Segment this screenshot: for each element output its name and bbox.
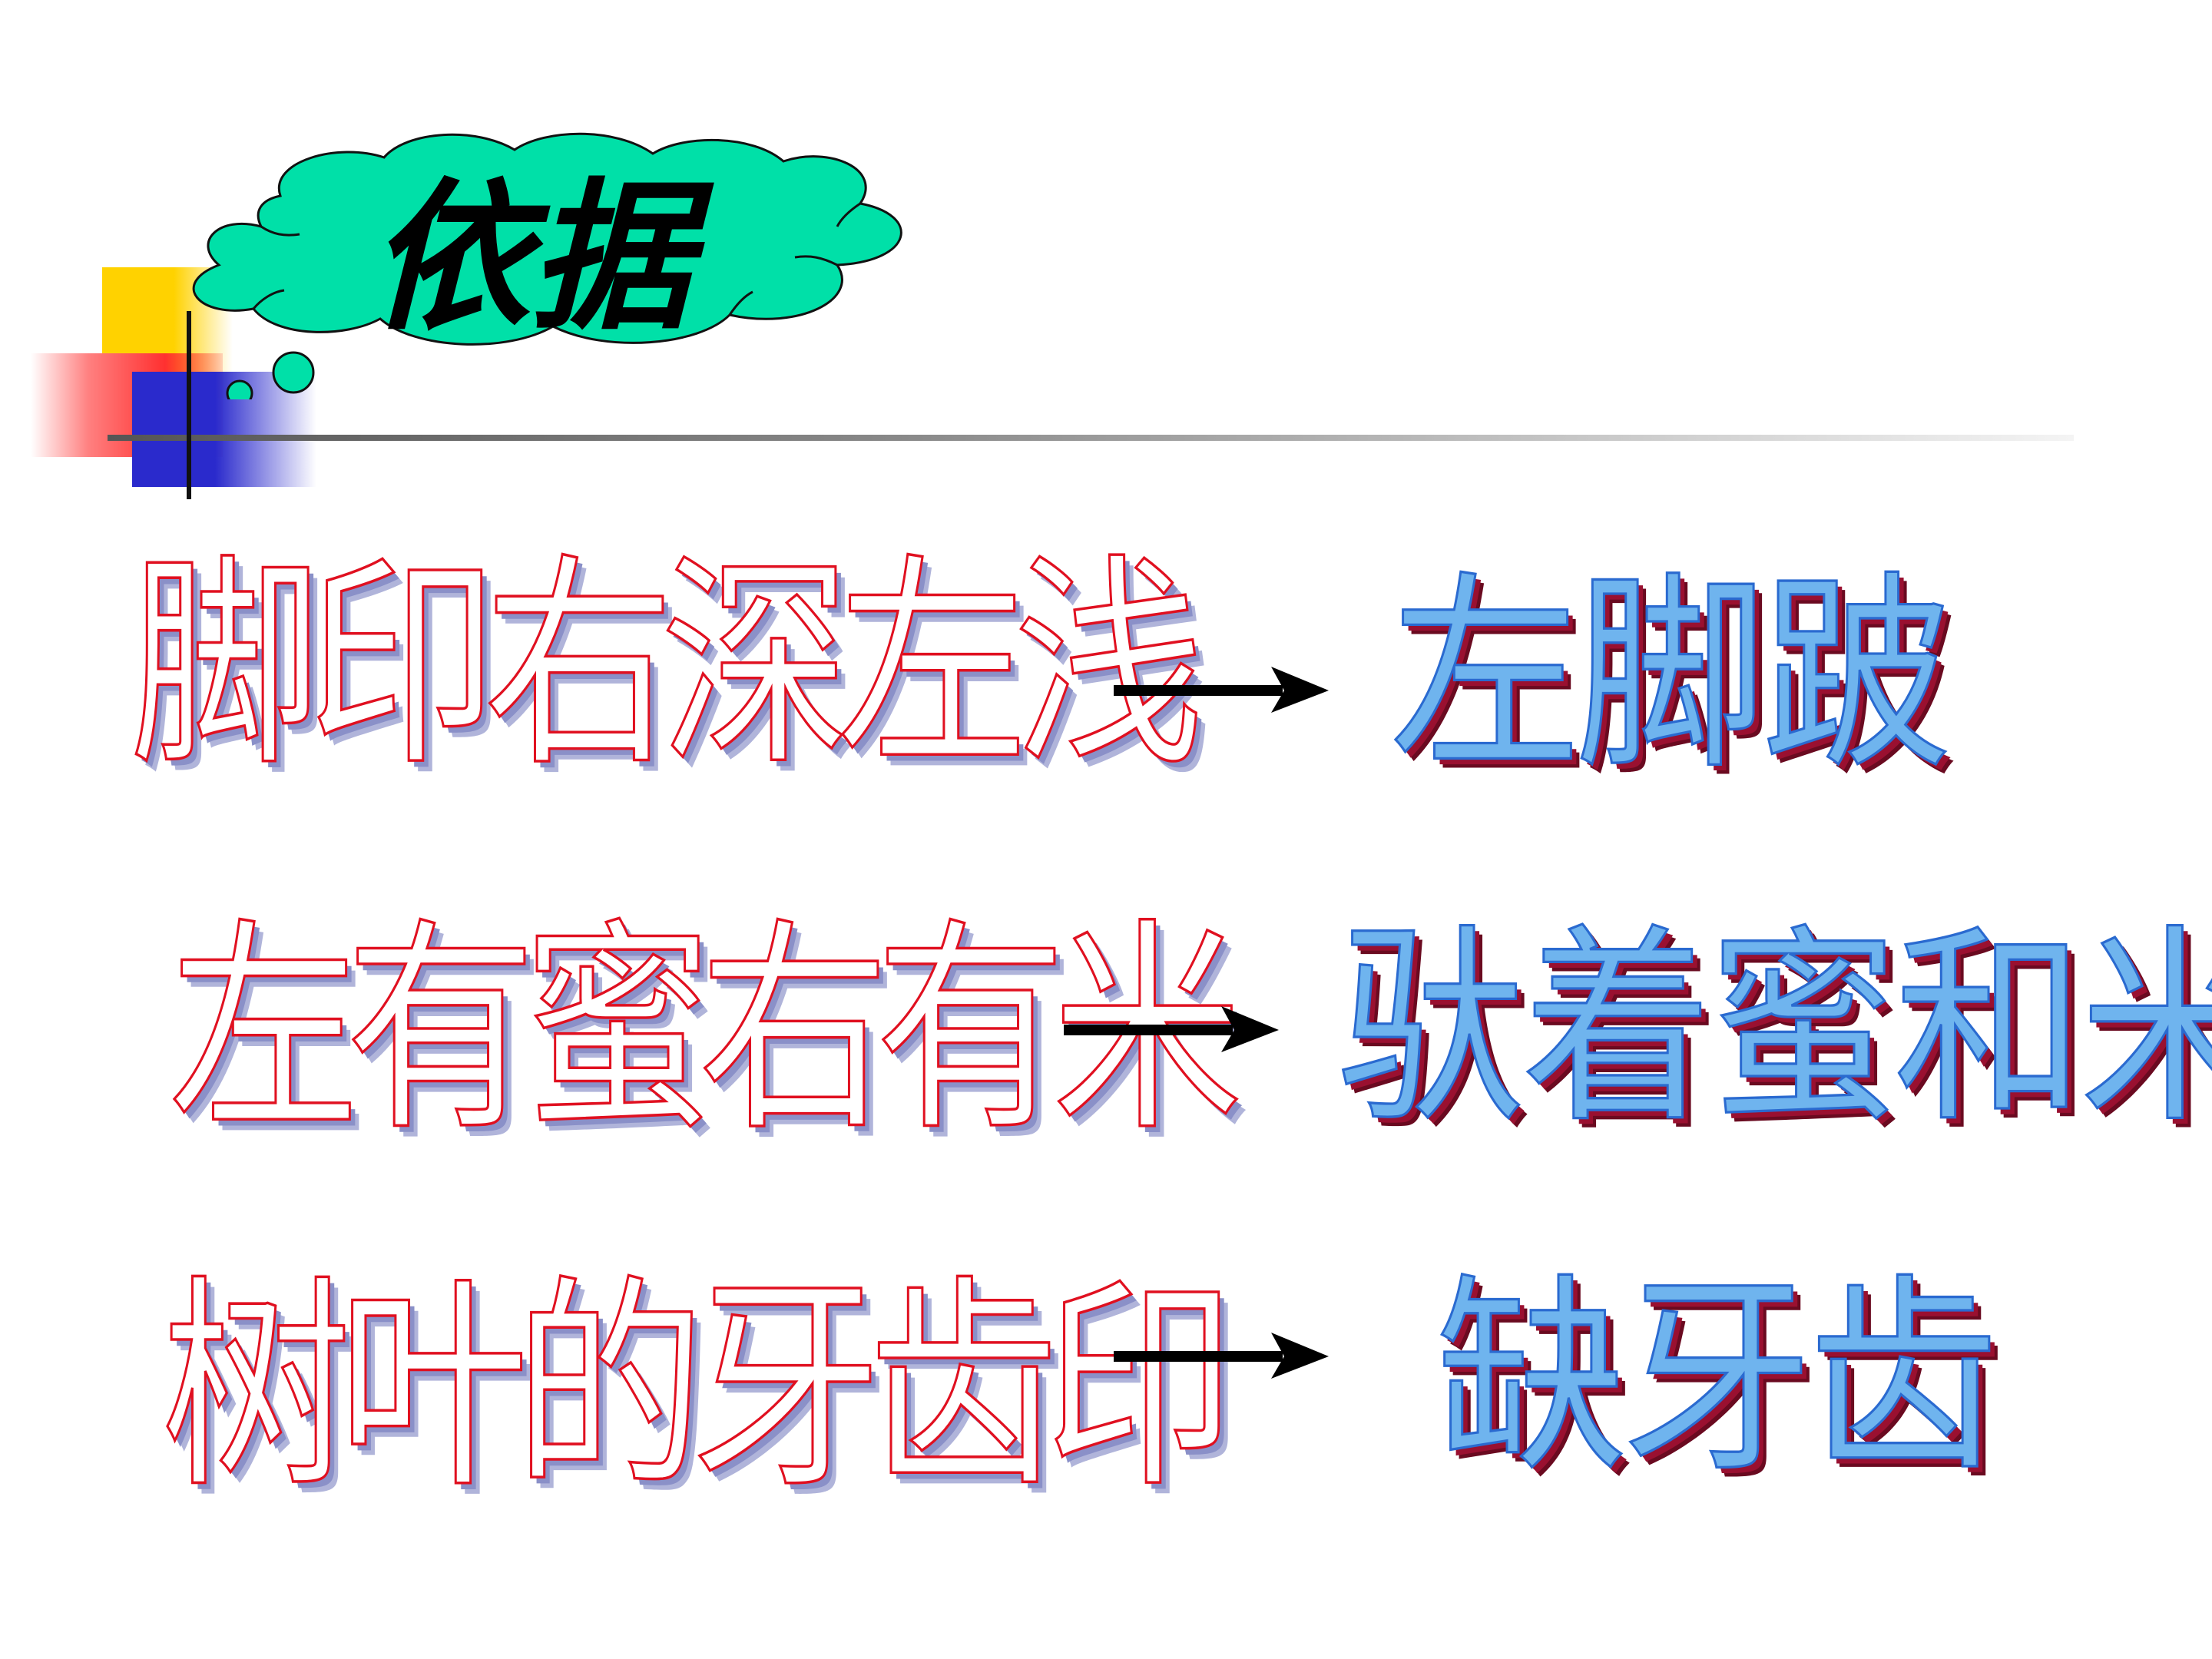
right-arrow-icon <box>1064 1006 1279 1052</box>
cause-text-3: 树叶的牙齿印 <box>161 1256 1237 1519</box>
result-text-3: 缺牙齿 <box>1435 1256 2000 1502</box>
right-arrow-icon <box>1114 1333 1329 1379</box>
thought-cloud <box>192 132 902 399</box>
slide-title: 依据 <box>369 162 692 352</box>
divider-line <box>108 435 2074 441</box>
cause-text-1: 脚印右深左浅 <box>130 534 1206 797</box>
result-text-1: 左脚跛 <box>1389 553 1954 799</box>
result-text-2: 驮着蜜和米 <box>1336 906 2212 1152</box>
decor-vertical-line <box>187 311 191 499</box>
right-arrow-icon <box>1114 667 1329 713</box>
